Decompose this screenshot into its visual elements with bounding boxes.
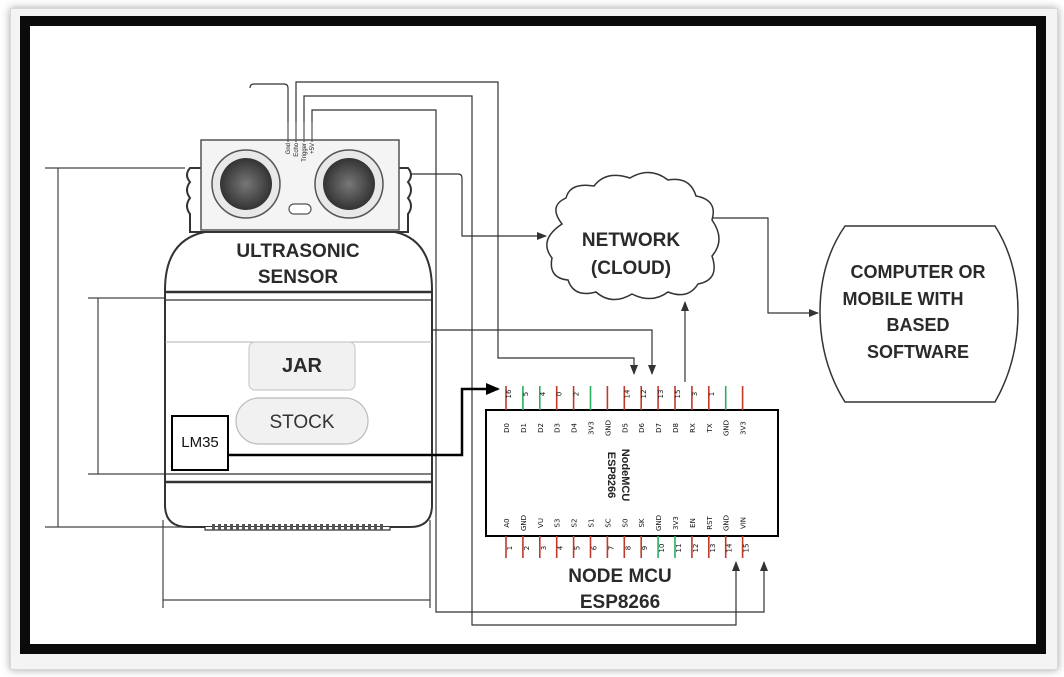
top-pin-number: 5 <box>522 392 530 396</box>
top-pin-label: D2 <box>537 423 545 433</box>
bottom-pin-label: VIN <box>740 517 748 529</box>
sensor-pin-echo: Echo <box>294 142 300 156</box>
computer-node <box>819 225 1019 403</box>
bottom-pin-label: EN <box>689 518 697 528</box>
top-pin-number: 0 <box>556 392 564 396</box>
dimension-lines <box>45 167 431 608</box>
bottom-pin-number: 8 <box>624 546 632 550</box>
computer-label-line1: COMPUTER OR <box>851 262 986 282</box>
top-pin-label: GND <box>723 420 731 436</box>
bottom-pin-label: 3V3 <box>672 516 680 530</box>
top-pin-label: GND <box>604 420 612 436</box>
bottom-pin-number: 4 <box>557 545 565 550</box>
top-pin-label: 3V3 <box>740 421 748 435</box>
bottom-pin-label: VU <box>537 518 545 528</box>
bottom-pin-number: 11 <box>675 544 683 553</box>
lm35-box <box>171 415 229 471</box>
top-pin-number: 4 <box>539 391 547 396</box>
network-label-line1: NETWORK <box>582 230 680 251</box>
top-pin-label: D8 <box>672 423 680 433</box>
top-pin-number: 15 <box>674 390 682 399</box>
bottom-pin-row: 1 A0 2 GND 3 VU 4 S3 5 S2 6 S1 7 SC 8 S0 9 SK 10 GND 11 3V3 12… <box>503 515 751 558</box>
nodemcu-label-line1: NODE MCU <box>568 566 671 587</box>
bottom-pin-label: GND <box>655 515 663 531</box>
top-pin-label: D6 <box>638 423 646 433</box>
bottom-pin-number: 2 <box>523 546 531 550</box>
top-pin-number: 12 <box>640 390 648 399</box>
top-pin-label: D7 <box>655 423 663 433</box>
bottom-pin-number: 7 <box>607 546 615 550</box>
top-pin-label: 3V3 <box>588 421 596 435</box>
computer-label-line3: BASED <box>886 315 949 335</box>
bottom-pin-label: S3 <box>554 519 562 528</box>
nodemcu-board <box>485 409 779 537</box>
sensor-pin-5v: +5V <box>310 143 316 154</box>
bottom-pin-label: A0 <box>503 518 511 527</box>
top-pin-number: 16 <box>505 389 513 398</box>
bottom-pin-number: 15 <box>743 544 751 553</box>
lm35-label: LM35 <box>181 434 219 451</box>
computer-label-line2: MOBILE WITH <box>843 289 964 309</box>
top-pin-label: RX <box>689 423 697 433</box>
bottom-pin-label: S2 <box>571 519 579 528</box>
top-pin-label: D5 <box>621 423 629 433</box>
sensor-pin-labels: Gnd Echo Trigger +5V <box>286 142 316 161</box>
board-chip-label: ESP8266 <box>605 452 617 498</box>
sensor-pin-gnd: Gnd <box>286 143 292 154</box>
top-pin-label: TX <box>706 423 714 433</box>
ultrasonic-label-line1: ULTRASONIC <box>236 241 359 262</box>
top-pin-label: D0 <box>503 423 511 433</box>
bottom-pin-label: SK <box>638 518 646 527</box>
top-pin-label: D4 <box>571 423 579 433</box>
top-pin-number: 13 <box>657 390 665 399</box>
bottom-pin-number: 13 <box>709 544 717 553</box>
sensor-pin-trigger: Trigger <box>302 143 308 162</box>
bottom-pin-label: GND <box>723 515 731 531</box>
bottom-pin-label: RST <box>706 515 714 529</box>
top-pin-label: D1 <box>520 423 528 433</box>
bottom-pin-number: 6 <box>591 545 599 550</box>
bottom-pin-label: S1 <box>588 519 596 528</box>
bottom-pin-label: SC <box>604 518 612 527</box>
top-pin-number: 3 <box>691 392 699 396</box>
network-label-line2: (CLOUD) <box>591 258 671 279</box>
jar-label-box <box>248 341 356 391</box>
network-cloud <box>546 171 720 301</box>
bottom-pin-number: 9 <box>641 546 649 550</box>
stock-label: STOCK <box>269 412 334 433</box>
lm35-wire <box>228 383 500 457</box>
nodemcu-label-line2: ESP8266 <box>580 592 660 613</box>
bottom-pin-number: 10 <box>658 544 666 553</box>
ultrasonic-label-line2: SENSOR <box>258 267 339 288</box>
bottom-pin-label: S0 <box>621 519 629 528</box>
bottom-pin-number: 3 <box>540 546 548 550</box>
top-pin-number: 14 <box>623 389 631 398</box>
ultrasonic-sensor <box>200 122 400 231</box>
bottom-pin-number: 1 <box>506 546 514 550</box>
top-pin-number: 2 <box>573 392 581 396</box>
top-pin-number: 1 <box>708 392 716 396</box>
wiring <box>249 81 819 626</box>
bottom-pin-number: 5 <box>574 546 582 550</box>
bottom-pin-label: GND <box>520 515 528 531</box>
jar-label: JAR <box>282 355 323 377</box>
computer-label-line4: SOFTWARE <box>867 342 969 362</box>
bottom-pin-number: 12 <box>692 544 700 553</box>
stock-pill <box>235 397 369 445</box>
bottom-pin-number: 14 <box>726 543 734 552</box>
top-pin-label: D3 <box>554 423 562 433</box>
board-name-label: NodeMCU <box>619 449 631 502</box>
